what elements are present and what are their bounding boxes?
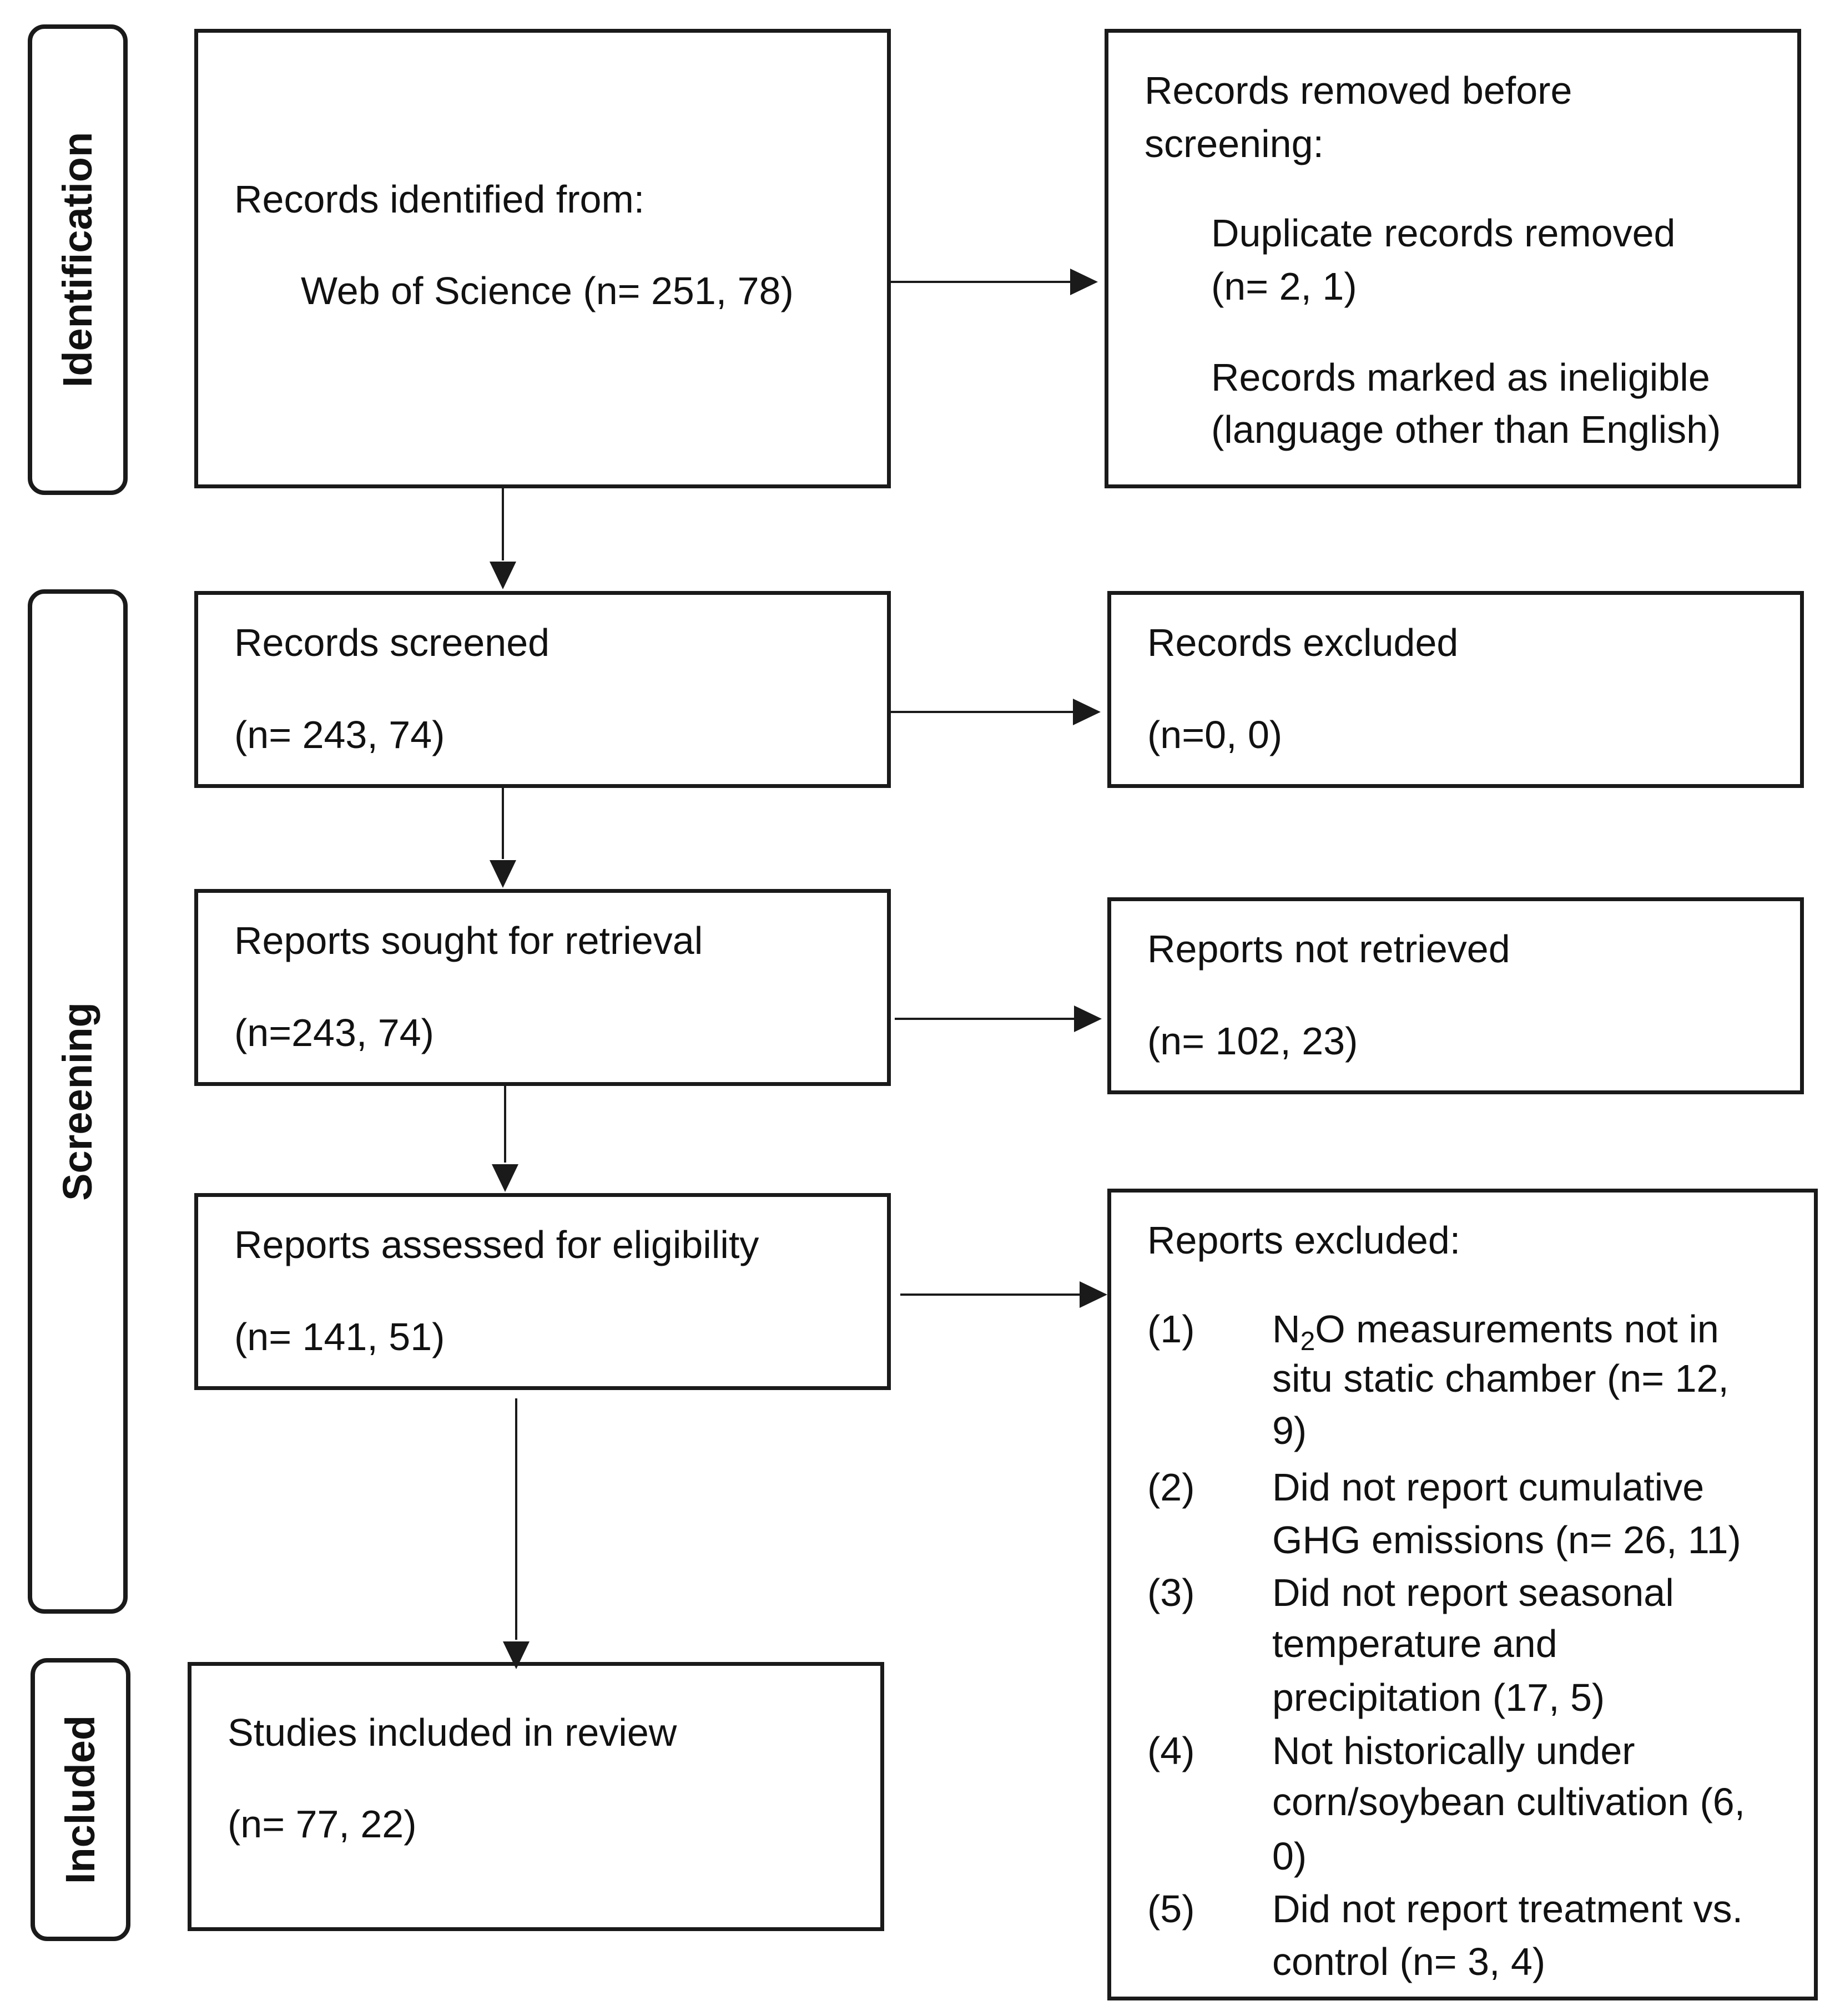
duplicates-count: (n= 2, 1): [1211, 265, 1357, 308]
reports-excluded-title: Reports excluded:: [1147, 1219, 1461, 1262]
exclusion-number-4: (4): [1147, 1729, 1195, 1772]
phase-included: Included: [31, 1658, 130, 1941]
exclusion-reason-3-line-2: temperature and: [1272, 1622, 1557, 1665]
records-screened-count: (n= 243, 74): [234, 713, 445, 756]
reports-sought-title: Reports sought for retrieval: [234, 919, 703, 962]
reports-not-retrieved-count: (n= 102, 23): [1147, 1019, 1358, 1063]
ineligible-label: Records marked as ineligible: [1211, 356, 1710, 399]
studies-included-count: (n= 77, 22): [228, 1802, 417, 1846]
reports-sought-count: (n=243, 74): [234, 1011, 434, 1054]
duplicates-label: Duplicate records removed: [1211, 211, 1676, 255]
exclusion-reason-1-text: O measurements not in: [1315, 1307, 1719, 1351]
records-removed-title-2: screening:: [1145, 122, 1324, 165]
exclusion-reason-3-line-1: Did not report seasonal: [1272, 1571, 1674, 1614]
arrowhead-assessed-to-reports-excluded: [1080, 1281, 1107, 1308]
exclusion-reason-2-line-1: Did not report cumulative: [1272, 1466, 1705, 1509]
exclusion-number-1: (1): [1147, 1307, 1195, 1351]
arrowhead-screened-to-excluded: [1073, 699, 1101, 725]
exclusion-reason-5-line-2: control (n= 3, 4): [1272, 1940, 1546, 1983]
arrowhead-sought-to-not-retrieved: [1074, 1006, 1102, 1032]
studies-included-box: Studies included in review (n= 77, 22): [188, 1662, 884, 1931]
exclusion-reason-4-line-1: Not historically under: [1272, 1729, 1635, 1772]
arrowhead-screened-to-sought: [490, 860, 516, 888]
reports-assessed-count: (n= 141, 51): [234, 1315, 445, 1358]
records-screened-title: Records screened: [234, 621, 550, 664]
reports-sought-box: Reports sought for retrieval (n=243, 74): [194, 889, 891, 1086]
phase-screening: Screening: [28, 589, 128, 1614]
records-excluded-box: Records excluded (n=0, 0): [1107, 591, 1804, 788]
reports-assessed-title: Reports assessed for eligibility: [234, 1223, 759, 1266]
records-screened-box: Records screened (n= 243, 74): [194, 591, 891, 788]
exclusion-number-5: (5): [1147, 1887, 1195, 1931]
reports-excluded-box: Reports excluded: (1) N2O measurements n…: [1107, 1189, 1818, 2000]
records-identified-box: Records identified from: Web of Science …: [194, 29, 891, 488]
records-excluded-count: (n=0, 0): [1147, 713, 1283, 756]
exclusion-reason-1-line-2: situ static chamber (n= 12,: [1272, 1357, 1729, 1400]
exclusion-reason-1-line-1: N2O measurements not in: [1272, 1302, 1719, 1356]
exclusion-number-3: (3): [1147, 1571, 1195, 1614]
arrowhead-sought-to-assessed: [492, 1164, 518, 1192]
records-excluded-title: Records excluded: [1147, 621, 1459, 664]
arrowhead-identified-to-screened: [490, 562, 516, 589]
exclusion-reason-1-line-3: 9): [1272, 1409, 1307, 1452]
reports-assessed-box: Reports assessed for eligibility (n= 141…: [194, 1193, 891, 1390]
phase-identification: Identification: [28, 24, 128, 495]
arrowhead-assessed-to-included: [503, 1641, 530, 1669]
arrowhead-identified-to-removed: [1070, 269, 1098, 295]
exclusion-reason-3-line-3: precipitation (17, 5): [1272, 1676, 1605, 1719]
studies-included-title: Studies included in review: [228, 1711, 677, 1754]
records-identified-label: Records identified from:: [234, 178, 645, 221]
ineligible-reason: (language other than English): [1211, 408, 1721, 451]
reports-not-retrieved-box: Reports not retrieved (n= 102, 23): [1107, 897, 1804, 1094]
n2o-prefix: N: [1272, 1307, 1300, 1351]
web-of-science-count: Web of Science (n= 251, 78): [301, 269, 794, 312]
records-removed-title-1: Records removed before: [1145, 69, 1572, 112]
reports-not-retrieved-title: Reports not retrieved: [1147, 927, 1510, 971]
exclusion-reason-5-line-1: Did not report treatment vs.: [1272, 1887, 1743, 1931]
exclusion-number-2: (2): [1147, 1466, 1195, 1509]
exclusion-reason-4-line-3: 0): [1272, 1835, 1307, 1878]
exclusion-reason-2-line-2: GHG emissions (n= 26, 11): [1272, 1518, 1741, 1562]
n2o-subscript: 2: [1300, 1327, 1315, 1356]
exclusion-reason-4-line-2: corn/soybean cultivation (6,: [1272, 1780, 1746, 1823]
records-removed-box: Records removed before screening: Duplic…: [1105, 29, 1801, 488]
